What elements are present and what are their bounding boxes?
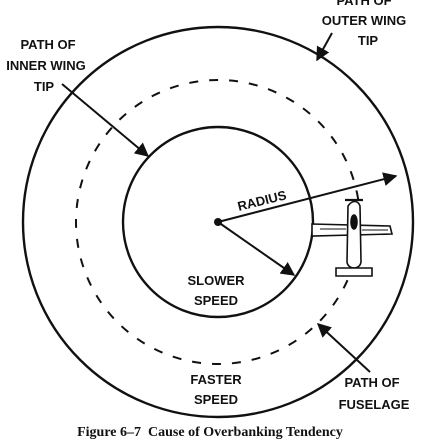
airplane-icon	[311, 198, 394, 277]
outer-wing-pointer	[316, 32, 333, 62]
slower-speed-label-line2: SPEED	[194, 293, 238, 308]
faster-speed-label-line2: SPEED	[194, 392, 238, 407]
outer-path-label-line2: OUTER WING	[322, 13, 407, 28]
outer-path-label-line3: TIP	[358, 33, 379, 48]
fuselage-pointer	[316, 323, 371, 373]
inner-path-label-line2: INNER WING	[6, 58, 85, 73]
radius-arrow-inner	[217, 221, 296, 276]
figure-caption: Figure 6–7 Cause of Overbanking Tendency	[77, 425, 343, 440]
faster-speed-label-line1: FASTER	[190, 372, 242, 387]
outer-wing-tip-circle	[21, 25, 415, 419]
fuselage-path-label-line1: PATH OF	[344, 375, 399, 390]
inner-path-label-line1: PATH OF	[20, 37, 75, 52]
outer-path-label-line1: PATH OF	[336, 0, 391, 8]
radius-arrow-outer	[217, 172, 398, 223]
inner-path-label-line3: TIP	[34, 79, 55, 94]
slower-speed-label-line1: SLOWER	[187, 273, 245, 288]
inner-wing-tip-circle	[121, 125, 315, 319]
fuselage-path-label-line2: FUSELAGE	[339, 397, 410, 412]
inner-wing-pointer	[61, 83, 150, 157]
